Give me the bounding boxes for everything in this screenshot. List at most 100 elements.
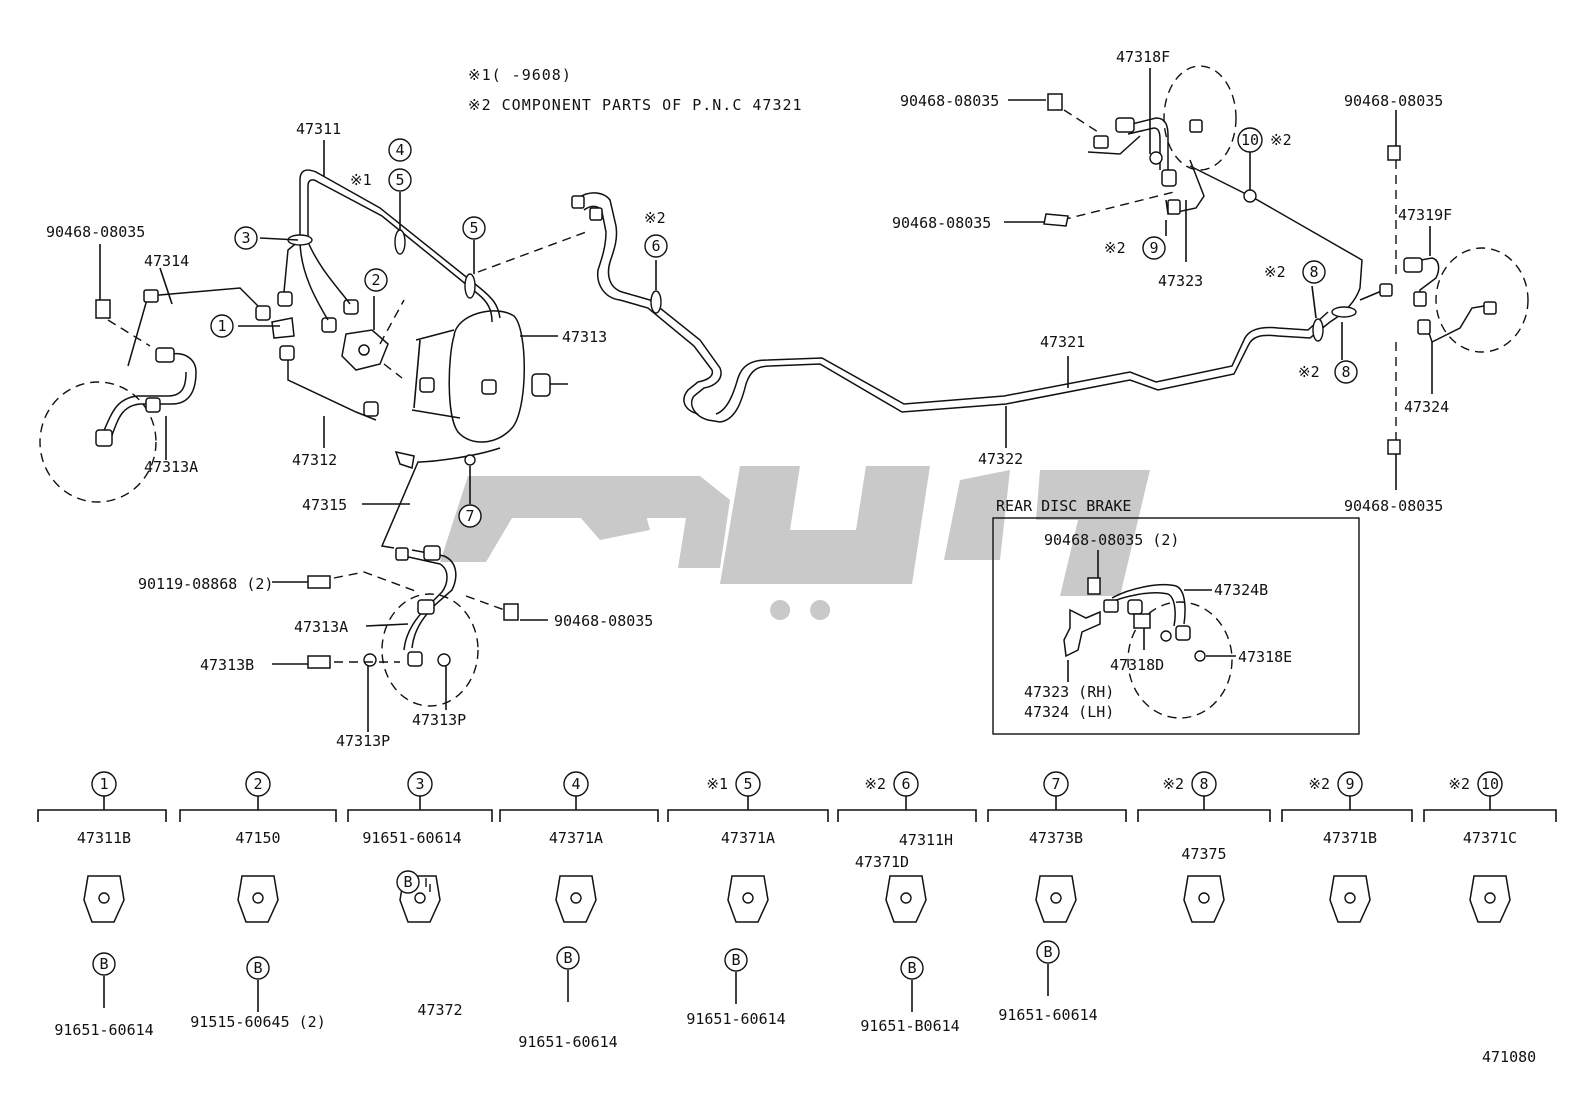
component-mark-5: ※1: [706, 775, 728, 793]
inset-label-47324B: 47324B: [1214, 581, 1268, 599]
component-bracket: [667, 809, 829, 822]
component-part-9: 47371B: [1323, 829, 1377, 847]
svg-text:5: 5: [395, 171, 404, 189]
component-bracket: [37, 809, 167, 822]
component-bolt-1: 91651-60614: [54, 1021, 153, 1039]
watermark-logo: [440, 466, 1150, 620]
label-47313B: 47313B: [200, 656, 254, 674]
callout-10: [1237, 127, 1263, 153]
label-47322: 47322: [978, 450, 1023, 468]
component-mark-10: ※2: [1448, 775, 1470, 793]
callout-6: [644, 234, 668, 258]
rear-disc-brake-title: REAR DISC BRAKE: [996, 497, 1131, 515]
svg-text:4: 4: [395, 141, 404, 159]
label-90468-far-right-top: 90468-08035: [1344, 92, 1443, 110]
component-bracket: [1423, 809, 1557, 822]
label-90468-right-mid: 90468-08035: [892, 214, 991, 232]
component-number-6: 6: [901, 775, 910, 793]
bolt-marker-1: [92, 952, 116, 976]
component-part-3: 91651-60614: [362, 829, 461, 847]
label-90468-mid: 90468-08035: [554, 612, 653, 630]
inset-label-47324LH: 47324 (LH): [1024, 703, 1114, 721]
component-callout-4: [563, 771, 589, 797]
bolt-marker-3: [396, 870, 420, 894]
inset-label-47323RH: 47323 (RH): [1024, 683, 1114, 701]
mark-2-6: ※2: [644, 209, 666, 227]
bolt-marker-label-4: B: [563, 949, 572, 967]
callout-2: [364, 268, 388, 292]
svg-text:7: 7: [465, 507, 474, 525]
svg-text:3: 3: [241, 229, 250, 247]
component-number-5: 5: [743, 775, 752, 793]
component-number-8: 8: [1199, 775, 1208, 793]
component-bolt-2: 91515-60645 (2): [190, 1013, 325, 1031]
svg-text:9: 9: [1149, 239, 1158, 257]
component-callout-5: [735, 771, 761, 797]
component-bracket: [1281, 809, 1413, 822]
note-2: ※2 COMPONENT PARTS OF P.N.C 47321: [468, 96, 803, 114]
bolt-marker-7: [1036, 940, 1060, 964]
label-47312: 47312: [292, 451, 337, 469]
component-number-4: 4: [571, 775, 580, 793]
front-left-brake: [39, 244, 271, 503]
component-bolt-4: 91651-60614: [518, 1033, 617, 1051]
bolt-marker-label-1: B: [99, 955, 108, 973]
label-47314: 47314: [144, 252, 189, 270]
callout-5a: [388, 168, 412, 192]
svg-text:8: 8: [1341, 363, 1350, 381]
callouts: 4 5 ※1 5 3 2 1 6 ※2 7 10 ※2 9 ※2 8 ※2 8 …: [210, 127, 1358, 528]
bolt-marker-label-7: B: [1043, 943, 1052, 961]
component-part-2: 47150: [235, 829, 280, 847]
label-47313P-1: 47313P: [412, 711, 466, 729]
label-90119: 90119-08868 (2): [138, 575, 273, 593]
component-callout-8: [1191, 771, 1217, 797]
label-47318F: 47318F: [1116, 48, 1170, 66]
mark-1-5: ※1: [350, 171, 372, 189]
label-47313A-lower: 47313A: [294, 618, 348, 636]
component-bolt-5: 91651-60614: [686, 1010, 785, 1028]
label-47313A-front: 47313A: [144, 458, 198, 476]
component-part-4: 47371A: [549, 829, 603, 847]
callout-3: [234, 226, 258, 250]
leader-lines: [238, 140, 1343, 448]
component-mark-9: ※2: [1308, 775, 1330, 793]
bolt-marker-label-2: B: [253, 959, 262, 977]
bolt-marker-6: [900, 956, 924, 980]
svg-text:6: 6: [651, 237, 660, 255]
component-5: 5 ※1 47371A 91651-60614: [667, 771, 829, 1028]
component-part-1: 47311B: [77, 829, 131, 847]
component-part-7: 47373B: [1029, 829, 1083, 847]
component-part-5: 47371A: [721, 829, 775, 847]
part-labels: 47311 90468-08035 47314 47312 47313A 473…: [46, 48, 1452, 750]
component-bracket: [499, 809, 659, 822]
component-bracket: [347, 809, 493, 822]
label-90468-far-right-bot: 90468-08035: [1344, 497, 1443, 515]
label-47323: 47323: [1158, 272, 1203, 290]
bolt-marker-label-5: B: [731, 951, 740, 969]
label-47319F: 47319F: [1398, 206, 1452, 224]
mark-2-8b: ※2: [1298, 363, 1320, 381]
bolt-marker-2: [246, 956, 270, 980]
label-47321: 47321: [1040, 333, 1085, 351]
component-number-10: 10: [1481, 775, 1499, 793]
bolt-marker-5: [724, 948, 748, 972]
label-47324: 47324: [1404, 398, 1449, 416]
component-number-3: 3: [415, 775, 424, 793]
callout-1: [210, 314, 234, 338]
figure-code: 471080: [1482, 1048, 1536, 1066]
callout-8b: [1334, 360, 1358, 384]
svg-text:2: 2: [371, 271, 380, 289]
inset-label-90468: 90468-08035 (2): [1044, 531, 1179, 549]
component-bolt-7: 91651-60614: [998, 1006, 1097, 1024]
component-bracket: [1137, 809, 1271, 822]
component-part-10: 47371C: [1463, 829, 1517, 847]
front-brake-lines: [283, 169, 722, 423]
component-subpart-6: 47371D: [855, 853, 909, 871]
svg-text:5: 5: [469, 219, 478, 237]
inset-label-47318D: 47318D: [1110, 656, 1164, 674]
label-47313P-2: 47313P: [336, 732, 390, 750]
